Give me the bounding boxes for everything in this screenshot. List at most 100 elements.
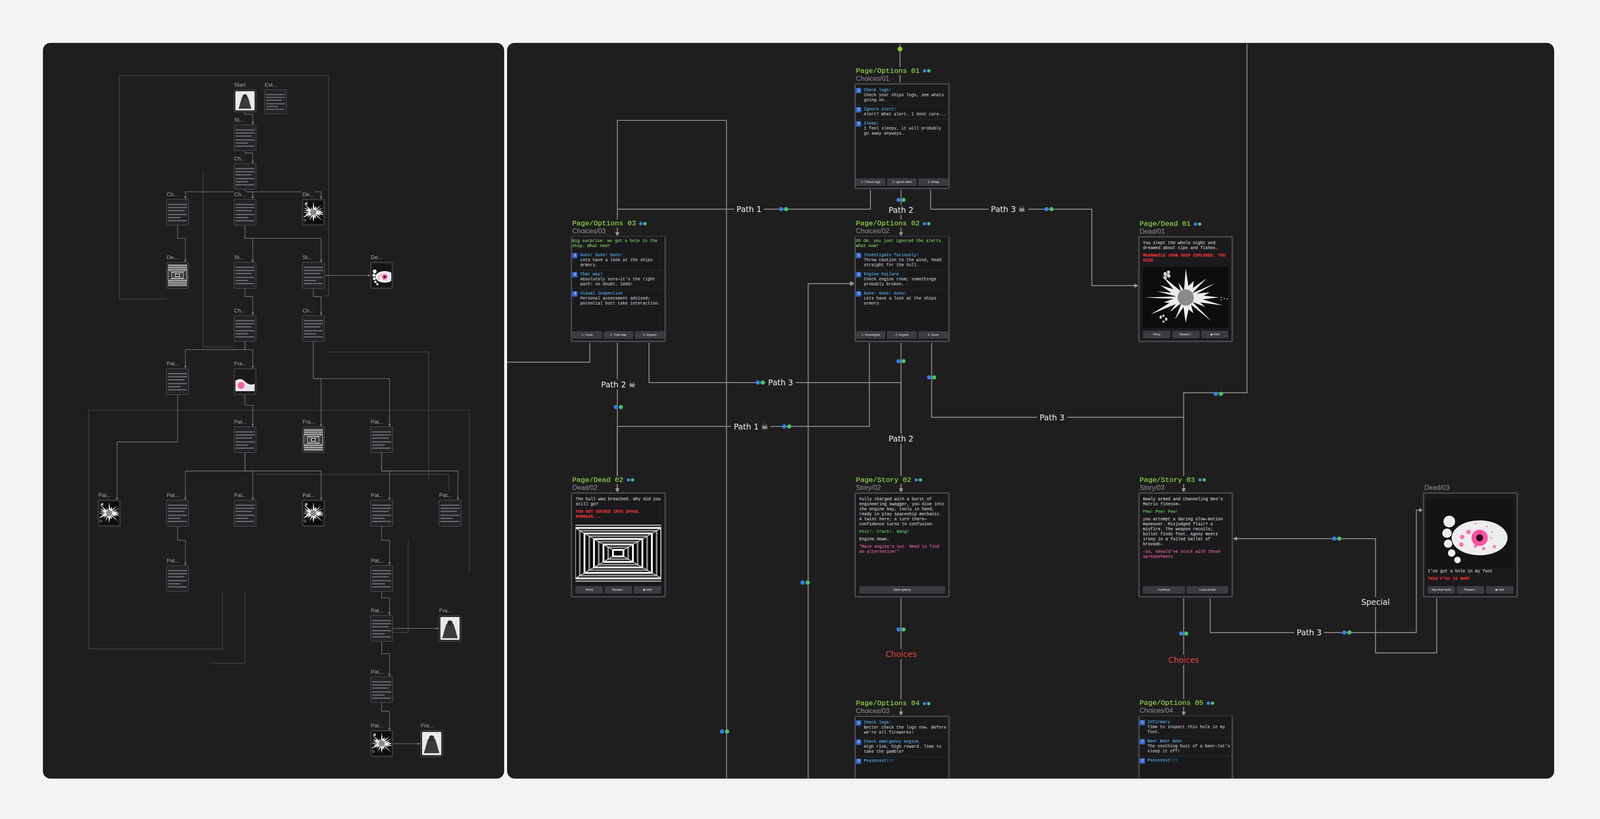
option-row: 2Beer Beer BeerThe soothing buzz of a be… [1139, 737, 1232, 757]
button-label: 2. That way [610, 332, 627, 337]
flow-connector [392, 743, 421, 745]
connector-dot [1184, 631, 1189, 636]
flow-connector [381, 452, 458, 500]
title-row: De... [165, 254, 179, 261]
edge-label: Choices [882, 649, 919, 660]
illustration-frame [372, 263, 392, 288]
card-header: Ch... [301, 307, 315, 314]
illustration [167, 263, 188, 288]
flow-connector [117, 395, 178, 500]
status-dots [922, 222, 931, 226]
card-body [235, 200, 255, 225]
option-number: 3 [572, 291, 578, 297]
connector-dot [1049, 207, 1054, 212]
flow-connector [1210, 510, 1424, 633]
card-body [440, 617, 460, 641]
option-heading: Sleep: [863, 121, 948, 127]
card-header: Pat... [165, 360, 180, 367]
edge-label: Path 2 ☠ [598, 379, 639, 390]
option-row: 1Check logs:Better check the logs now. B… [855, 718, 948, 738]
illustration-frame [235, 317, 255, 341]
button-label: ◆ Hint [1210, 332, 1220, 337]
title-row: De... [370, 254, 383, 261]
illustration-frame [575, 523, 661, 584]
button: 3. Inspect [635, 331, 665, 339]
button-label: 3. Sleep [927, 180, 940, 184]
title-row: Pat... [301, 492, 316, 499]
card-title: Pat... [370, 557, 385, 564]
option-row: 1Investigate furiously!Throw caution to … [855, 251, 948, 270]
option-description: Absolutely sure—it's the right path: no … [580, 277, 665, 288]
title-row: Pat... [370, 492, 385, 499]
card-header: Ch... [233, 155, 247, 162]
title-row: Fra... [420, 722, 435, 729]
card-body [372, 501, 392, 525]
status-dots [1198, 478, 1206, 482]
connector-dot [1342, 630, 1347, 635]
button: See that hurts [1427, 586, 1455, 594]
button-label: Restart ↑ [612, 587, 625, 592]
card-prompt: Big surprise: we got a hole in the ship.… [572, 238, 665, 249]
card-body: 1Check logs:Better check the logs now. B… [855, 718, 948, 779]
option-heading: Engine Failure [863, 272, 948, 278]
card-title: Page/Options 04 [855, 699, 921, 708]
death-message: THIS F*&% IS HURT [1427, 576, 1513, 582]
card-title: Page/Options 03 [571, 219, 637, 228]
status-dot [1197, 222, 1202, 226]
title-row: Ch... [233, 155, 247, 162]
card-title: Page/Story 02 [855, 476, 913, 485]
card-header: Pat... [301, 492, 316, 499]
illustration [372, 678, 392, 702]
minimap-card: Ch... [166, 199, 189, 226]
option-text: Check emergency engineHigh risk, high re… [863, 739, 948, 755]
illustration-frame [167, 501, 188, 525]
page-card: The hull was breached. Why did you still… [571, 492, 665, 598]
option-number: 2 [855, 739, 862, 745]
card-title: De... [301, 191, 315, 198]
card-subtitle: Choices/01 [855, 75, 890, 83]
edge-label: Path 3 [1037, 412, 1068, 423]
button: 1. Check logs [855, 178, 886, 186]
status-dots [922, 69, 931, 73]
card-header: Pat... [233, 418, 248, 425]
story-text: Engine down. [859, 537, 945, 543]
edge-label: Path 3 [1294, 627, 1325, 638]
status-dots [639, 222, 647, 226]
card-header: Pat... [233, 492, 248, 499]
card-body [99, 501, 119, 525]
incoming-wire [808, 283, 853, 779]
card-header: Ch... [165, 191, 179, 198]
status-dot [1206, 701, 1210, 705]
card-body [372, 678, 392, 702]
minimap-wire [119, 75, 329, 296]
title-row: Page/Options 01 [855, 67, 931, 75]
illustration-frame [235, 263, 255, 288]
connector-dot [1337, 536, 1342, 541]
card-title: Pat... [165, 557, 180, 564]
title-row: Page/Dead 01 [1138, 220, 1202, 228]
flow-connector [392, 628, 439, 630]
illustration [167, 370, 188, 394]
card-body [167, 263, 188, 288]
button-label: See that hurts [1431, 587, 1452, 592]
connector-dot [1332, 536, 1337, 541]
illustration-frame [99, 501, 119, 525]
title-row: Fra... [301, 418, 316, 425]
illustration-frame [167, 370, 188, 394]
card-header: Pat... [370, 418, 385, 425]
card-header: Pat... [370, 607, 385, 614]
minimap-card: Pat... [370, 565, 393, 593]
option-text: Visual inspectionPersonal assessment adv… [580, 291, 665, 307]
title-row: Page/Options 05 [1138, 699, 1215, 708]
button-label: Continue [1157, 587, 1170, 592]
flow-connector [930, 188, 1139, 286]
status-dot [630, 478, 635, 482]
card-subtitle: Dead/02 [571, 484, 599, 492]
button-label: Retry [1152, 332, 1161, 337]
status-dot [922, 69, 927, 73]
option-description: Personal assessment advised; potential b… [580, 296, 665, 307]
minimap-card: Fra... [420, 730, 443, 758]
option-row: 3Pssssssst!!! [1139, 756, 1232, 766]
